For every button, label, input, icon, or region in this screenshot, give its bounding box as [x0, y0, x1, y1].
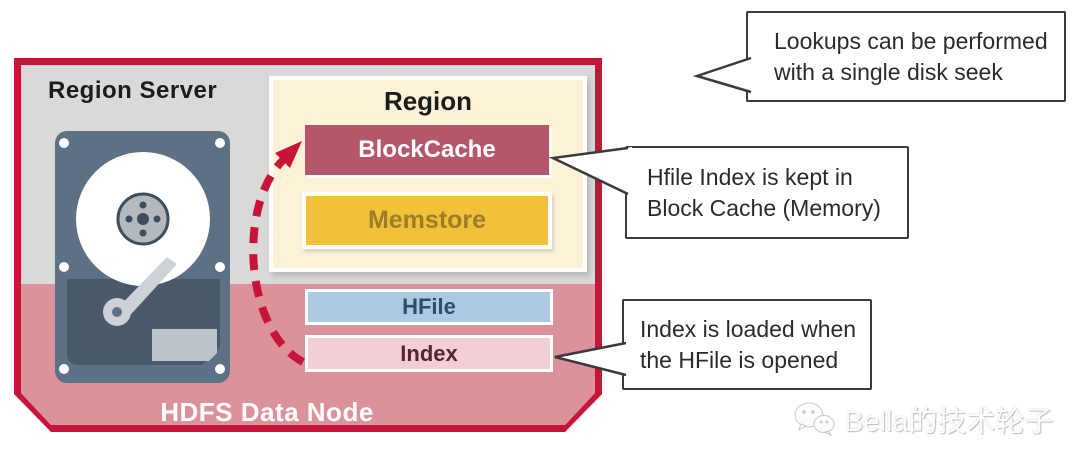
- callout-tail-lookup-edge: [692, 56, 752, 94]
- callout-index-loaded-on-open: Index is loaded when the HFile is opened: [622, 299, 872, 390]
- region-title: Region: [383, 86, 473, 116]
- region-server-frame: Region Server: [14, 58, 602, 432]
- callout-line: Lookups can be performed: [774, 28, 1048, 55]
- hfile-bar: HFile: [305, 289, 553, 325]
- hard-disk-icon: [55, 131, 230, 383]
- callout-line: Hfile Index is kept in: [647, 164, 853, 191]
- index-bar: Index: [305, 335, 553, 372]
- callout-single-disk-seek: Lookups can be performed with a single d…: [746, 11, 1066, 102]
- region-panel: Region BlockCache Memstore: [269, 76, 587, 272]
- callout-hfile-index-in-blockcache: Hfile Index is kept in Block Cache (Memo…: [625, 146, 909, 239]
- blockcache-bar: BlockCache: [305, 125, 549, 175]
- callout-line: Block Cache (Memory): [647, 194, 881, 221]
- callout-line: with a single disk seek: [774, 58, 1003, 85]
- wechat-icon: [794, 402, 835, 437]
- watermark: Bella的技术轮子: [793, 398, 1054, 440]
- memstore-bar: Memstore: [302, 192, 552, 249]
- callout-line: Index is loaded when: [640, 316, 857, 343]
- hdfs-data-node-label: HDFS Data Node: [160, 397, 374, 427]
- region-server-body: Region Server: [21, 65, 595, 425]
- callout-line: the HFile is opened: [640, 346, 839, 373]
- region-server-label: Region Server: [48, 77, 218, 104]
- watermark-text: Bella的技术轮子: [844, 406, 1054, 438]
